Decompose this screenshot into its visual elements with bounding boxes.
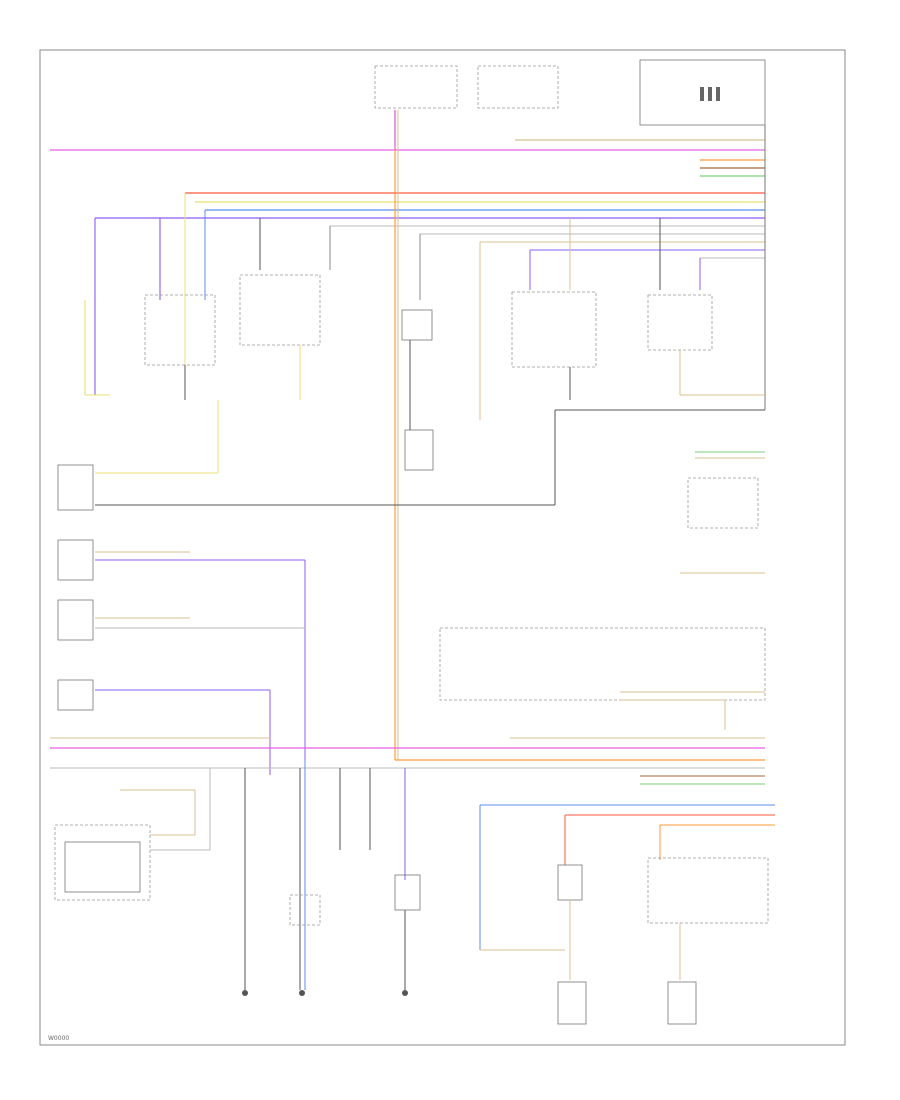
lower-lamp-b: [667, 981, 697, 1025]
left-module-2: [57, 539, 94, 581]
right-mid-module: [439, 627, 766, 701]
ground-symbol-2: [299, 990, 305, 996]
lower-mid-component-a: [289, 894, 321, 926]
fuse-block-1: [374, 65, 458, 109]
footer-code: W0000: [48, 1035, 69, 1042]
lower-mid-component-b: [394, 874, 421, 911]
left-module-3: [57, 599, 94, 641]
ground-symbol-3: [402, 990, 408, 996]
connector-pin-2: [708, 87, 712, 101]
connector-pin-1: [700, 87, 704, 101]
left-module-4: [57, 679, 94, 711]
lower-component-a: [557, 864, 583, 901]
lower-component-b: [647, 857, 769, 924]
diagram-frame: [39, 49, 846, 1046]
left-module-box: [57, 464, 94, 511]
component-box-a: [144, 294, 216, 366]
lower-left-module: [64, 841, 141, 893]
ground-symbol-1: [242, 990, 248, 996]
component-box-e: [647, 294, 713, 351]
component-box-d: [511, 291, 597, 368]
component-box-f: [404, 429, 434, 471]
lower-lamp-a: [557, 981, 587, 1025]
component-box-c: [401, 309, 433, 341]
connector-block-top-right: [639, 59, 766, 126]
mid-right-module: [687, 477, 759, 529]
connector-pin-3: [716, 87, 720, 101]
fuse-block-2: [477, 65, 559, 109]
lower-left-module-outline: [54, 824, 151, 901]
component-box-b: [239, 274, 321, 346]
